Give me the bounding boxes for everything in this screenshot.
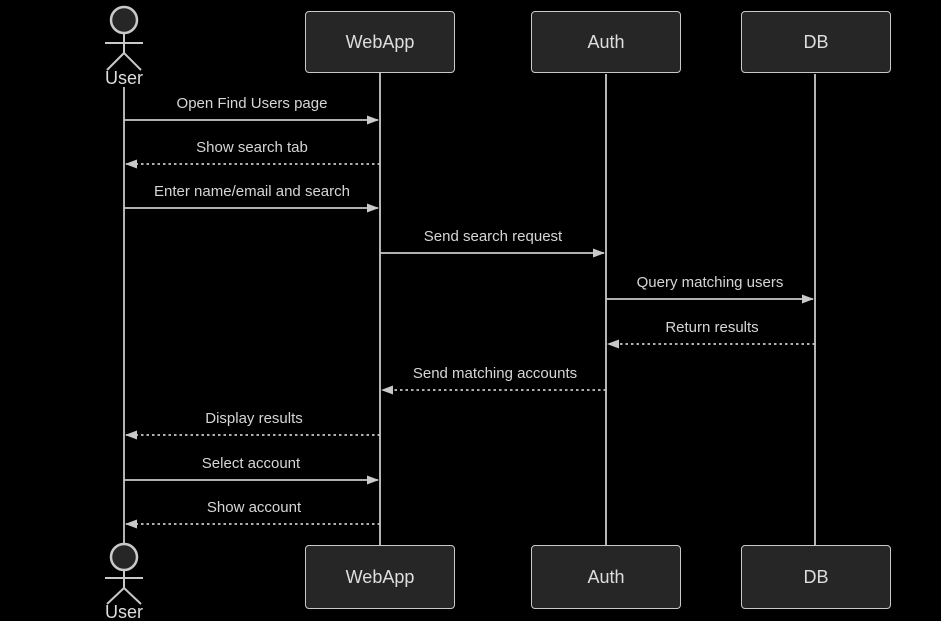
participant-label: DB [803, 566, 829, 587]
actor-leg-right [123, 52, 142, 71]
actor-head [109, 5, 139, 35]
message-arrows [124, 115, 815, 529]
lifelines [123, 73, 816, 545]
participant-label: DB [803, 31, 829, 52]
message-label-show-account: Show account [206, 499, 302, 516]
participant-label: WebApp [345, 566, 415, 587]
participant-box-db-top: DB [741, 11, 891, 73]
message-label-open-find-users: Open Find Users page [176, 95, 328, 112]
message-label-enter-name-email: Enter name/email and search [154, 183, 350, 200]
message-label-send-search-request: Send search request [423, 228, 563, 245]
participant-label: WebApp [345, 31, 415, 52]
participant-box-auth-top: Auth [531, 11, 681, 73]
participant-box-webapp-top: WebApp [305, 11, 455, 73]
message-label-show-search-tab: Show search tab [196, 139, 308, 156]
message-label-select-account: Select account [201, 455, 301, 472]
actor-user-top-figure [105, 5, 143, 71]
actor-user-bottom-label: User [104, 602, 144, 621]
participant-box-db-bottom: DB [741, 545, 891, 609]
actor-leg-left [106, 52, 125, 71]
actor-leg-left [106, 587, 125, 605]
actor-user-bottom-figure [105, 542, 143, 605]
participant-label: Auth [587, 31, 625, 52]
message-label-send-matching-accounts: Send matching accounts [412, 365, 578, 382]
message-label-return-results: Return results [665, 319, 759, 336]
participant-label: Auth [587, 566, 625, 587]
actor-head [109, 542, 139, 572]
actor-user-top-label: User [104, 68, 144, 88]
message-label-query-matching-users: Query matching users [636, 274, 784, 291]
participant-box-auth-bottom: Auth [531, 545, 681, 609]
participant-box-webapp-bottom: WebApp [305, 545, 455, 609]
actor-leg-right [123, 587, 142, 605]
message-label-display-results: Display results [205, 410, 303, 427]
